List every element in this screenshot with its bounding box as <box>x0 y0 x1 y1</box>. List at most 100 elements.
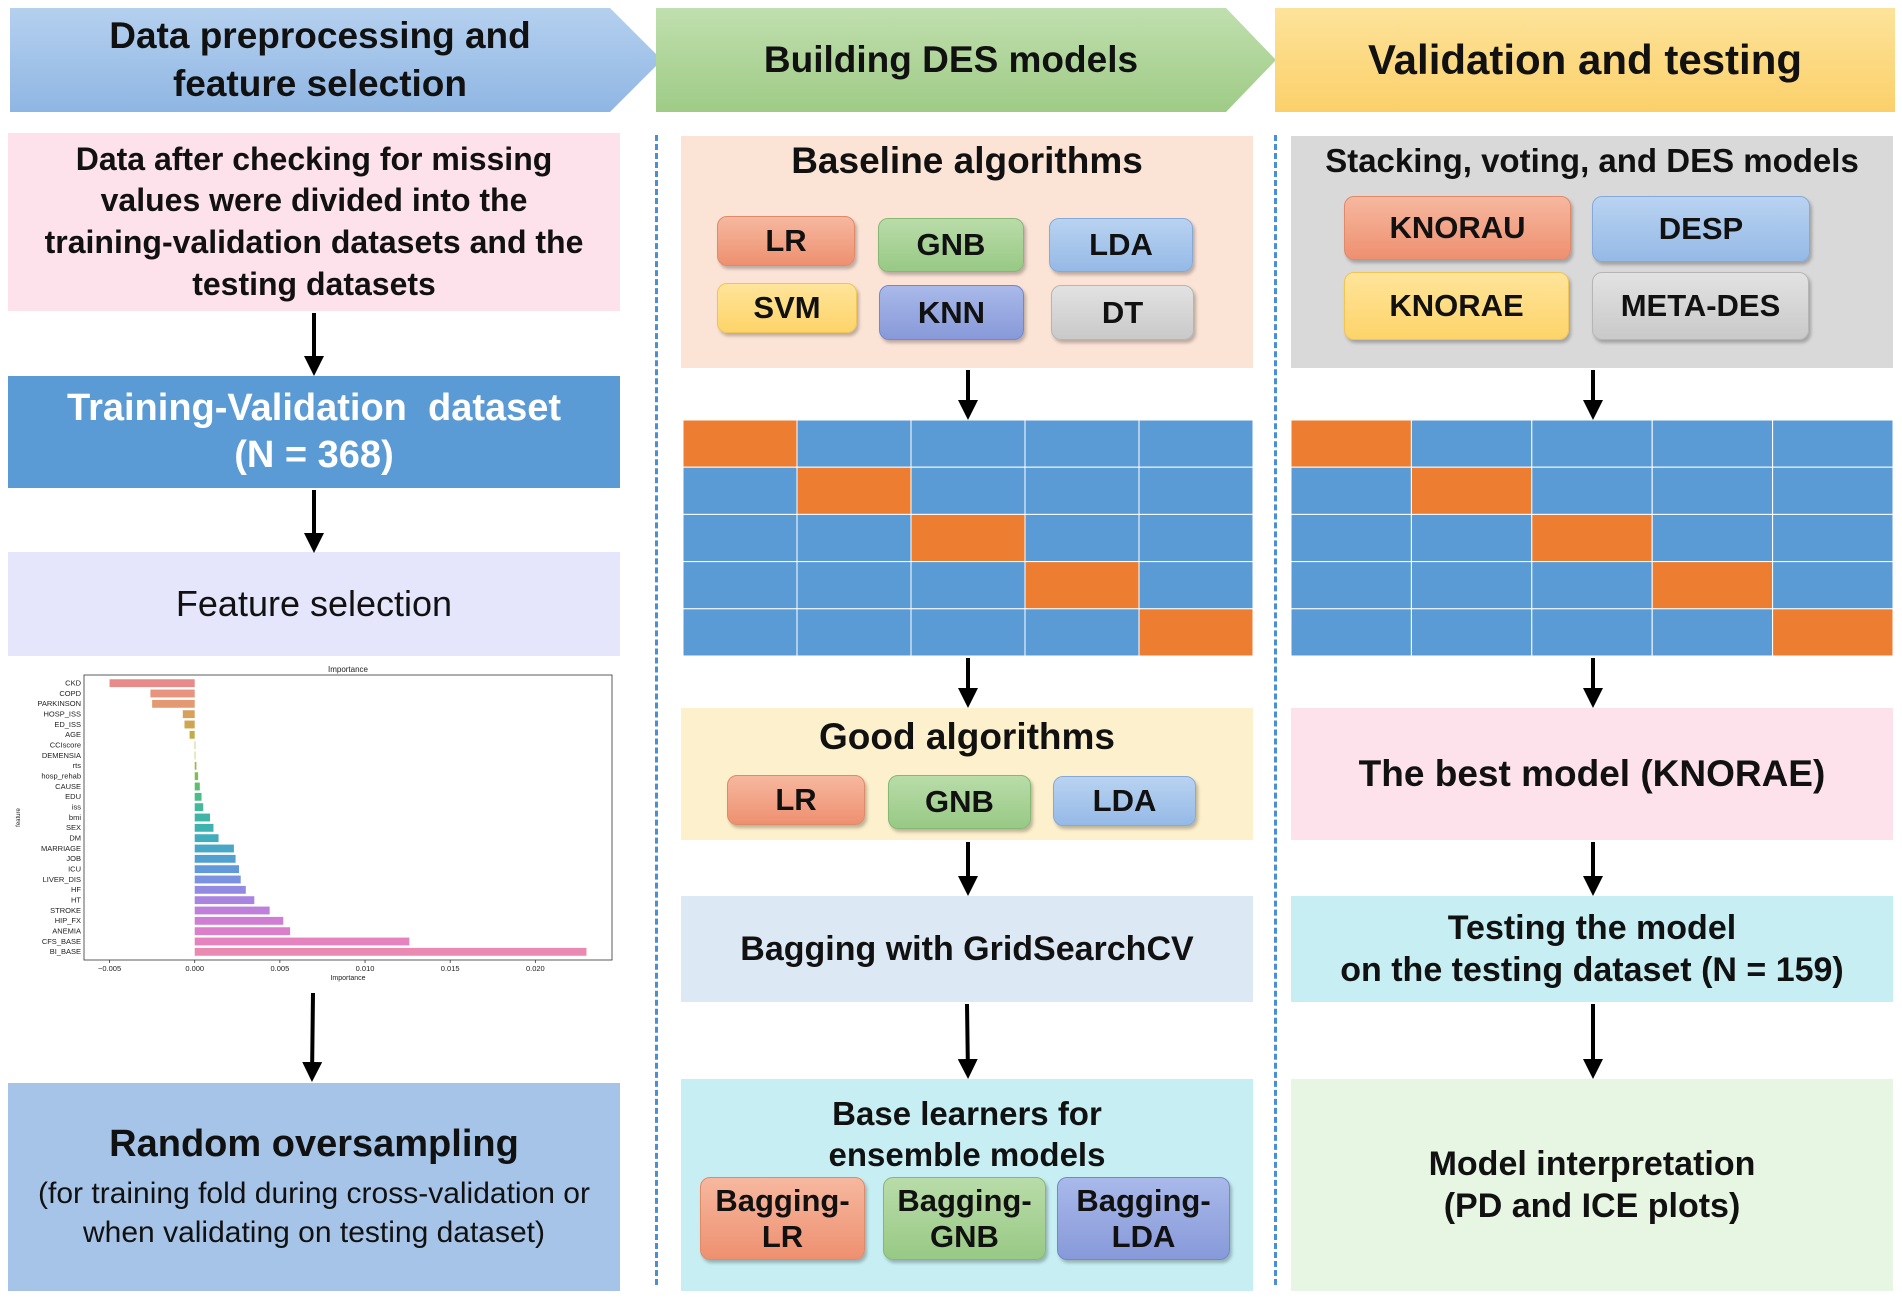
feature-tick-label: bmi <box>69 813 81 822</box>
cv-holdout-cell <box>1024 561 1140 610</box>
importance-bar <box>152 699 195 708</box>
feature-tick-label: rts <box>73 761 82 770</box>
importance-bar <box>194 844 234 853</box>
y-axis-label: feature <box>16 808 22 827</box>
cv-fold-cell <box>1291 466 1412 515</box>
feature-selection-box: Feature selection <box>8 552 620 656</box>
importance-bar <box>194 947 587 956</box>
bagging-gnb-line: GNB <box>930 1218 999 1254</box>
feature-tick-label: DM <box>69 833 81 842</box>
cv-fold-cell <box>1651 513 1774 563</box>
importance-chart-svg: ImportanceCKDCOPDPARKINSONHOSP_ISSED_ISS… <box>14 660 619 990</box>
importance-bar <box>194 875 241 884</box>
base-learners-title: ensemble models <box>828 1136 1106 1174</box>
best-model-label: The best model (KNORAE) <box>1358 753 1826 794</box>
importance-bar <box>194 885 246 894</box>
feature-tick-label: PARKINSON <box>37 699 81 708</box>
feature-tick-label: JOB <box>66 854 81 863</box>
cv-fold-cell <box>1024 420 1140 468</box>
cross-validation-grid <box>683 420 1253 656</box>
importance-bar <box>194 906 270 915</box>
cv-fold-cell <box>1024 608 1140 656</box>
interpretation-line: Model interpretation <box>1428 1144 1756 1183</box>
x-tick-label: −0.005 <box>98 964 121 973</box>
importance-bar <box>194 782 200 791</box>
x-tick-label: 0.015 <box>441 964 460 973</box>
cv-fold-cell <box>1651 608 1774 656</box>
header-validation: Validation and testing <box>1275 8 1895 112</box>
model-desp: DESP <box>1592 196 1810 262</box>
cv-fold-cell <box>1410 420 1533 468</box>
importance-bar <box>150 689 195 698</box>
cv-holdout-cell <box>1138 608 1253 656</box>
column-divider-2 <box>1274 135 1277 1285</box>
feature-tick-label: CFS_BASE <box>42 937 81 946</box>
cv-fold-cell <box>683 513 798 563</box>
cv-fold-cell <box>1410 513 1533 563</box>
feature-tick-label: HT <box>71 895 81 904</box>
cv-fold-cell <box>1138 420 1253 468</box>
cv-fold-cell <box>1410 608 1533 656</box>
testing-line: Testing the model <box>1447 908 1737 947</box>
x-tick-label: 0.000 <box>185 964 204 973</box>
algo-dt: DT <box>1051 285 1194 340</box>
random-oversampling-title: Random oversampling <box>109 1122 519 1165</box>
cv-fold-cell <box>910 466 1026 515</box>
cv-fold-cell <box>1024 466 1140 515</box>
importance-bar <box>194 937 410 946</box>
header-arrow-shape <box>656 8 1276 112</box>
cross-validation-grid <box>1291 420 1893 656</box>
cv-fold-cell <box>1291 608 1412 656</box>
bagging-lda-line: Bagging- <box>1076 1182 1211 1218</box>
header-preprocessing-line2: feature selection <box>172 63 468 104</box>
importance-bar <box>182 710 195 719</box>
feature-tick-label: MARRIAGE <box>41 844 81 853</box>
cv-fold-cell <box>683 608 798 656</box>
arrow <box>957 1003 978 1079</box>
bagging-gridsearch-label: Bagging with GridSearchCV <box>740 929 1194 968</box>
cv-fold-cell <box>1291 513 1412 563</box>
cv-fold-cell <box>1772 466 1893 515</box>
baseline-algorithms-title: Baseline algorithms <box>791 140 1143 181</box>
good-algo-lr: LR <box>727 775 865 825</box>
testing-line: on the testing dataset (N = 159) <box>1340 951 1844 989</box>
best-model-box: The best model (KNORAE) <box>1291 708 1893 840</box>
cv-fold-cell <box>910 608 1026 656</box>
feature-tick-label: ICU <box>68 864 81 873</box>
cv-fold-cell <box>1531 466 1653 515</box>
cv-holdout-cell <box>1772 608 1893 656</box>
feature-tick-label: ED_ISS <box>54 720 81 729</box>
feature-tick-label: ANEMIA <box>52 926 81 935</box>
bagging-gnb-line: Bagging- <box>897 1182 1032 1218</box>
feature-tick-label: iss <box>72 802 81 811</box>
feature-tick-label: CAUSE <box>55 782 81 791</box>
cv-holdout-cell <box>683 420 798 468</box>
cv-fold-cell <box>796 608 912 656</box>
cv-fold-cell <box>1138 466 1253 515</box>
importance-bar <box>194 916 284 925</box>
importance-bar <box>194 772 199 781</box>
header-building-label: Building DES models <box>763 39 1139 80</box>
importance-bar <box>194 927 291 936</box>
importance-bar <box>194 834 219 843</box>
importance-bar <box>194 792 202 801</box>
cv-fold-cell <box>1531 561 1653 610</box>
algo-lda: LDA <box>1049 218 1193 272</box>
importance-bar <box>109 679 195 688</box>
importance-bar <box>194 813 211 822</box>
training-validation-box: Training-Validation dataset (N = 368) <box>8 376 620 488</box>
feature-tick-label: COPD <box>59 689 81 698</box>
bagging-lda: Bagging- LDA <box>1057 1177 1230 1260</box>
importance-bar <box>194 854 236 863</box>
cv-holdout-cell <box>1531 513 1653 563</box>
header-arrow-shape <box>10 8 662 112</box>
importance-bar <box>194 823 214 832</box>
arrow <box>302 992 323 1082</box>
cv-holdout-cell <box>796 466 912 515</box>
cv-fold-cell <box>910 561 1026 610</box>
algo-knn: KNN <box>879 285 1024 340</box>
cv-holdout-cell <box>910 513 1026 563</box>
bagging-lda-line: LDA <box>1111 1218 1176 1254</box>
interpretation-box: Model interpretation (PD and ICE plots) <box>1291 1079 1893 1291</box>
data-split-line: values were divided into the <box>100 182 528 219</box>
